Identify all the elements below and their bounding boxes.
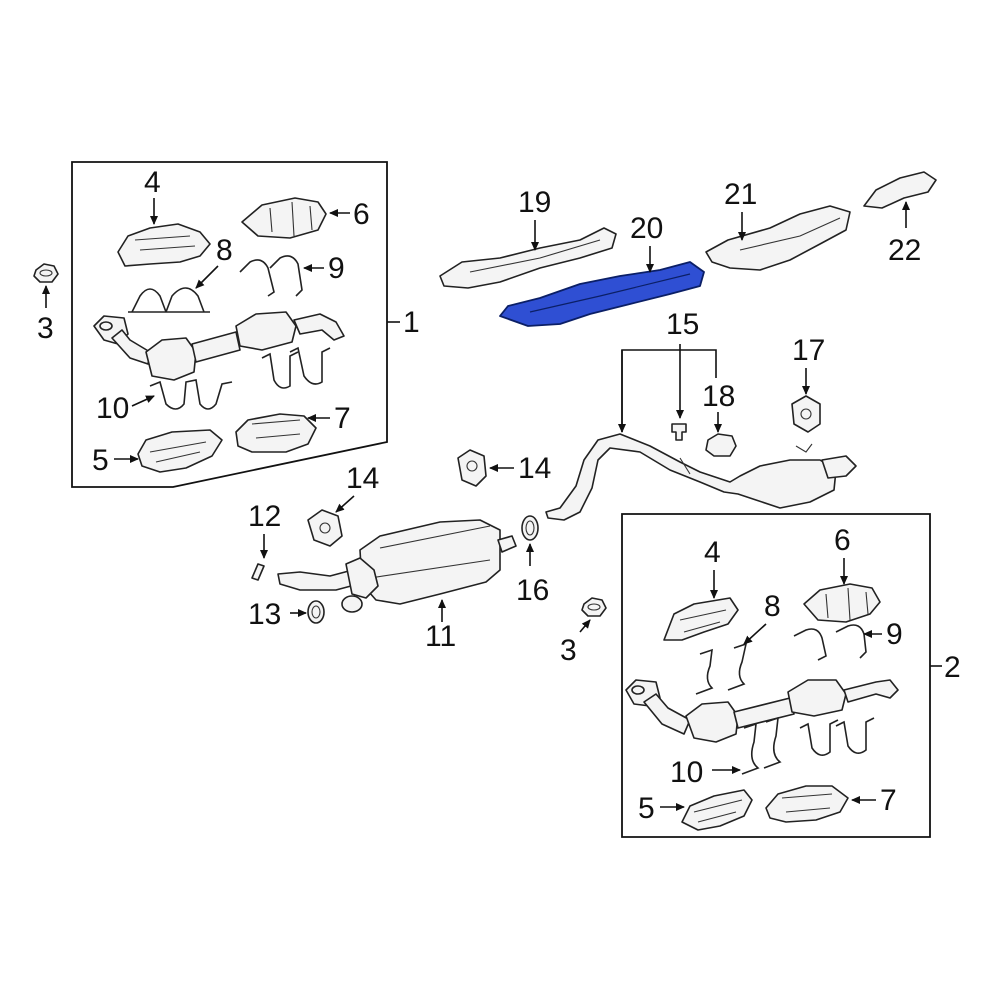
- callout-7-right: 7: [880, 784, 897, 817]
- callout-3-left: 3: [37, 312, 54, 345]
- callout-18: 18: [702, 380, 735, 413]
- callout-2: 2: [944, 651, 961, 684]
- heat-shield-19[interactable]: [439, 227, 617, 289]
- heat-shield-21[interactable]: [705, 205, 851, 271]
- callout-14-center: 14: [518, 452, 551, 485]
- box1-heat-shield-4[interactable]: [117, 223, 211, 267]
- heat-shield-20-highlighted[interactable]: [499, 261, 705, 327]
- box1-bracket-10[interactable]: [149, 379, 233, 410]
- box2-bracket-10[interactable]: [741, 716, 782, 775]
- box2-converter-cover-6[interactable]: [803, 583, 881, 623]
- box2-heat-shield-4[interactable]: [663, 597, 739, 641]
- box2-bracket-8[interactable]: [695, 642, 748, 695]
- callout-5-left: 5: [92, 444, 109, 477]
- callout-8-right: 8: [764, 590, 781, 623]
- callout-9-right: 9: [886, 618, 903, 651]
- hanger-14-center[interactable]: [457, 449, 487, 487]
- box2-catalytic-converter[interactable]: [625, 679, 899, 743]
- box2-shield-7[interactable]: [765, 785, 849, 823]
- gasket-12[interactable]: [251, 563, 265, 581]
- callout-12: 12: [248, 500, 281, 533]
- nut-left[interactable]: [33, 263, 59, 283]
- clamp-18[interactable]: [705, 433, 737, 457]
- bolt-15[interactable]: [671, 423, 687, 441]
- callout-15: 15: [666, 308, 699, 341]
- box1-shield-7[interactable]: [235, 413, 317, 453]
- ring-gasket-16[interactable]: [521, 515, 539, 541]
- callout-21: 21: [724, 178, 757, 211]
- assembly-box-2: 2: [621, 513, 961, 838]
- callout-17: 17: [792, 334, 825, 367]
- callout-4-left: 4: [144, 166, 161, 199]
- box2-clamps-9[interactable]: [793, 624, 867, 661]
- callout-8-left: 8: [216, 234, 233, 267]
- callout-5-right: 5: [638, 792, 655, 825]
- box2-lower-shield-5[interactable]: [681, 789, 753, 831]
- callout-4-right: 4: [704, 536, 721, 569]
- box1-lower-shield-5[interactable]: [137, 429, 223, 473]
- callout-7-left: 7: [334, 402, 351, 435]
- box1-converter-cover-6[interactable]: [241, 197, 327, 239]
- callout-14-left: 14: [346, 462, 379, 495]
- callout-6-right: 6: [834, 524, 851, 557]
- hanger-17[interactable]: [791, 395, 821, 433]
- callout-9-left: 9: [328, 252, 345, 285]
- callout-10-right: 10: [670, 756, 703, 789]
- hanger-14-left[interactable]: [307, 509, 343, 547]
- callout-22: 22: [888, 234, 921, 267]
- heat-shield-22[interactable]: [863, 171, 937, 209]
- center-exhaust-pipe[interactable]: [545, 433, 857, 521]
- box1-bracket-8[interactable]: [128, 287, 210, 313]
- callout-19: 19: [518, 186, 551, 219]
- box1-catalytic-converter[interactable]: [93, 311, 345, 381]
- callout-11: 11: [425, 620, 456, 653]
- assembly-box-1: 1: [71, 161, 420, 488]
- muffler-11[interactable]: [277, 519, 517, 613]
- callout-6-left: 6: [353, 198, 370, 231]
- box2-lower-clamps[interactable]: [799, 717, 875, 756]
- box1-clamps-9[interactable]: [239, 255, 303, 297]
- box1-lower-clamps[interactable]: [261, 346, 331, 389]
- callout-13: 13: [248, 598, 281, 631]
- callout-10-left: 10: [96, 392, 129, 425]
- callout-3-center: 3: [560, 634, 577, 667]
- gasket-13[interactable]: [307, 600, 325, 624]
- callout-16: 16: [516, 574, 549, 607]
- callout-20: 20: [630, 212, 663, 245]
- nut-center[interactable]: [581, 597, 607, 617]
- callout-1: 1: [403, 306, 420, 339]
